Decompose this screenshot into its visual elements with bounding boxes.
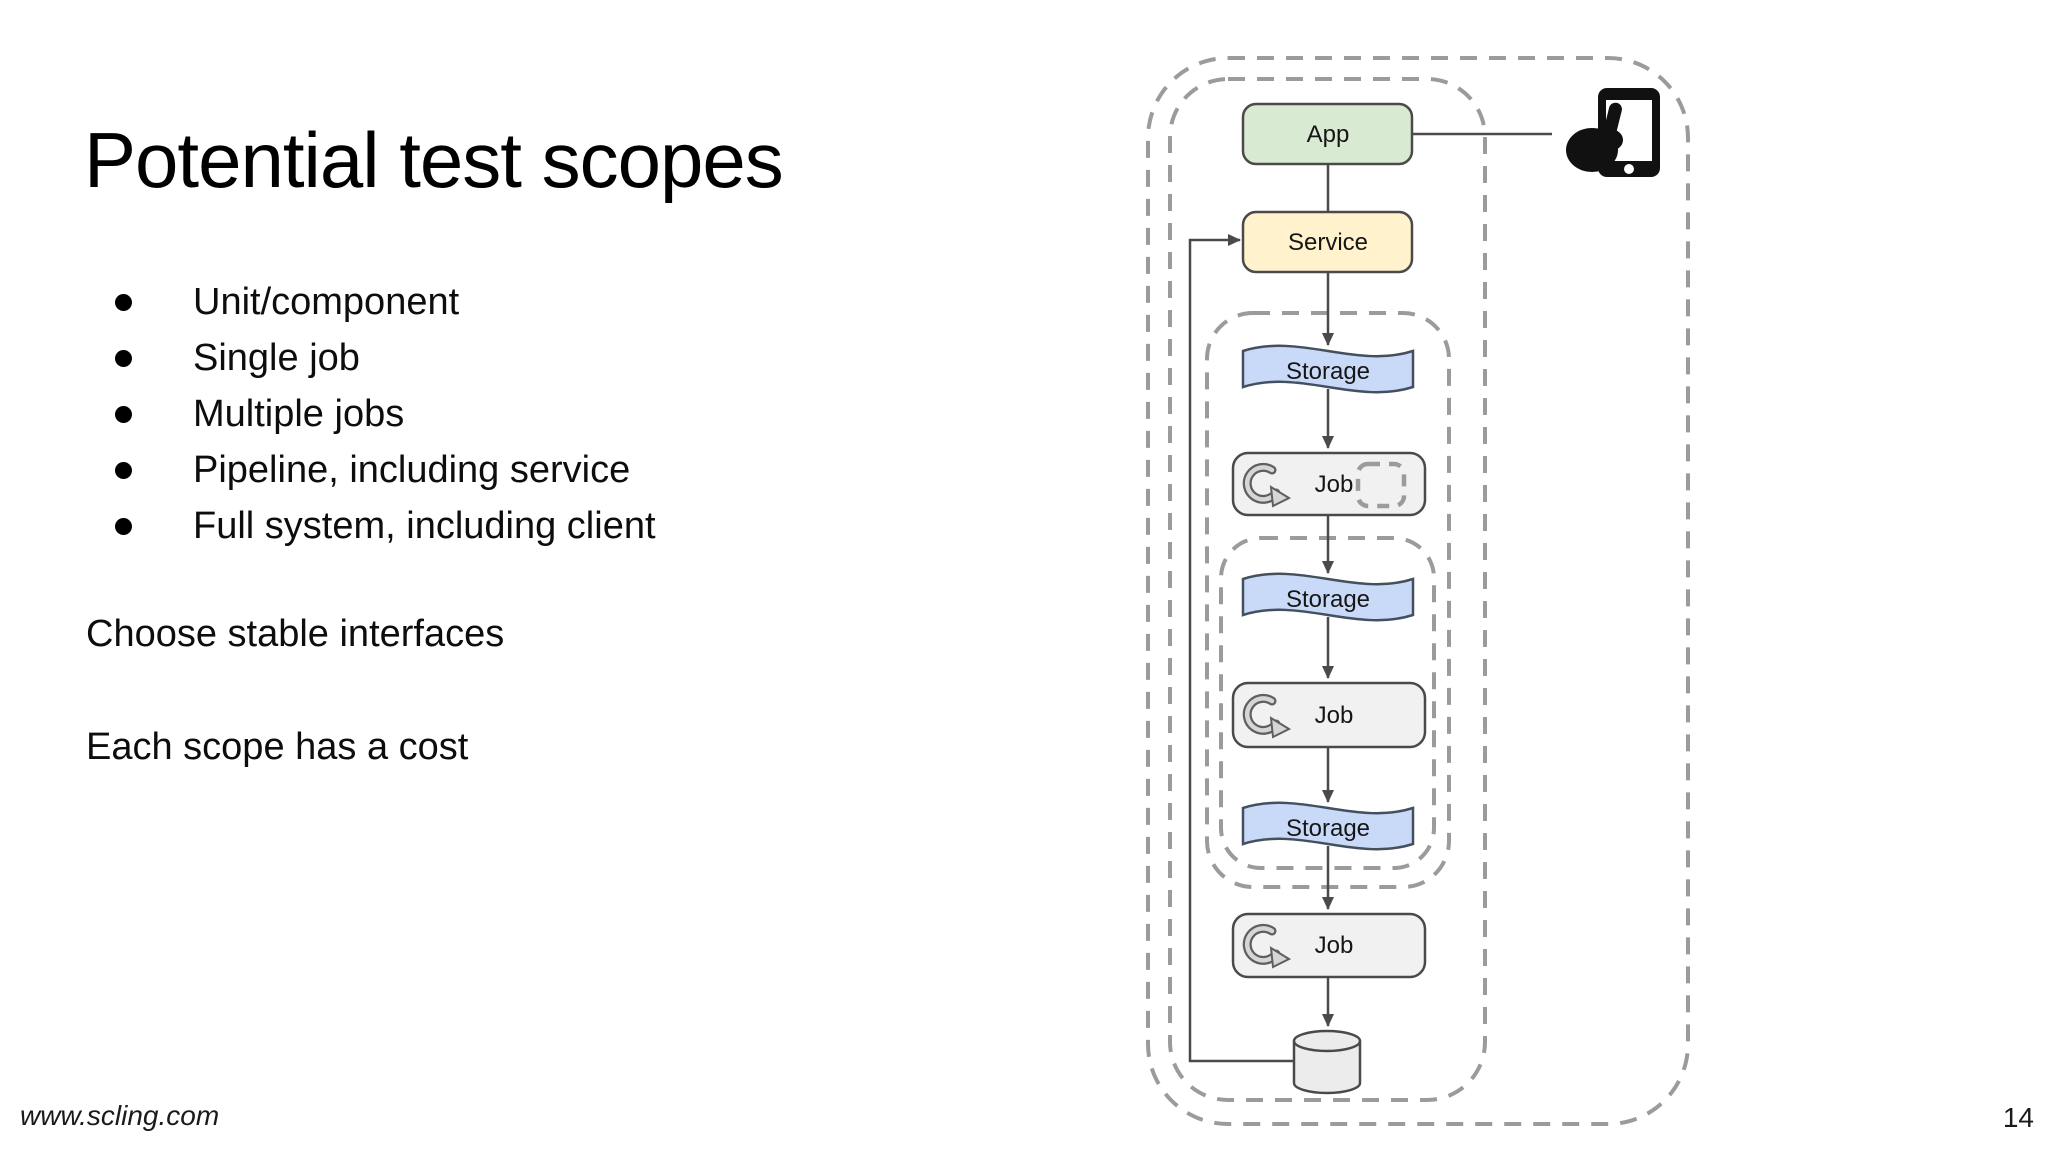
node-label-job-1: Job: [1315, 471, 1354, 498]
tap-hand-on-phone-icon: [1566, 88, 1660, 177]
node-label-storage-1: Storage: [1286, 358, 1370, 385]
node-label-storage-2: Storage: [1286, 586, 1370, 613]
list-item: Unit/component: [113, 274, 656, 330]
node-label-service: Service: [1288, 229, 1368, 256]
node-label-app: App: [1307, 121, 1350, 148]
note-scope-cost: Each scope has a cost: [86, 726, 469, 768]
note-stable-interfaces: Choose stable interfaces: [86, 613, 505, 655]
node-app: [1241, 102, 1414, 166]
page-title: Potential test scopes: [84, 116, 784, 204]
footer-url: www.scling.com: [20, 1100, 220, 1131]
list-item: Single job: [113, 330, 656, 386]
loop-arrow-icon: [1242, 693, 1292, 739]
loop-arrow-icon: [1242, 462, 1292, 508]
bullet-list: Unit/component Single job Multiple jobs …: [113, 274, 656, 554]
page-number: 14: [2002, 1102, 2034, 1133]
loop-arrow-icon: [1242, 923, 1292, 969]
list-item: Multiple jobs: [113, 386, 656, 442]
node-label-job-2: Job: [1315, 702, 1354, 729]
node-storage-3: [1241, 801, 1415, 851]
scope-unit-component-dashed-box-icon: [1355, 461, 1407, 509]
scope-pipeline-including-service: [1168, 77, 1487, 1102]
scope-full-system-including-client: [1146, 56, 1690, 1126]
edge-database-service-feedback: [1188, 234, 1294, 1063]
list-item: Pipeline, including service: [113, 442, 656, 498]
connectors: [1188, 132, 1552, 1063]
node-storage-1: [1241, 344, 1415, 394]
node-label-job-3: Job: [1315, 932, 1354, 959]
node-label-storage-3: Storage: [1286, 815, 1370, 842]
database-cylinder-icon: [1292, 1029, 1362, 1095]
list-item: Full system, including client: [113, 498, 656, 554]
node-service: [1241, 210, 1414, 274]
node-storage-2: [1241, 572, 1415, 622]
